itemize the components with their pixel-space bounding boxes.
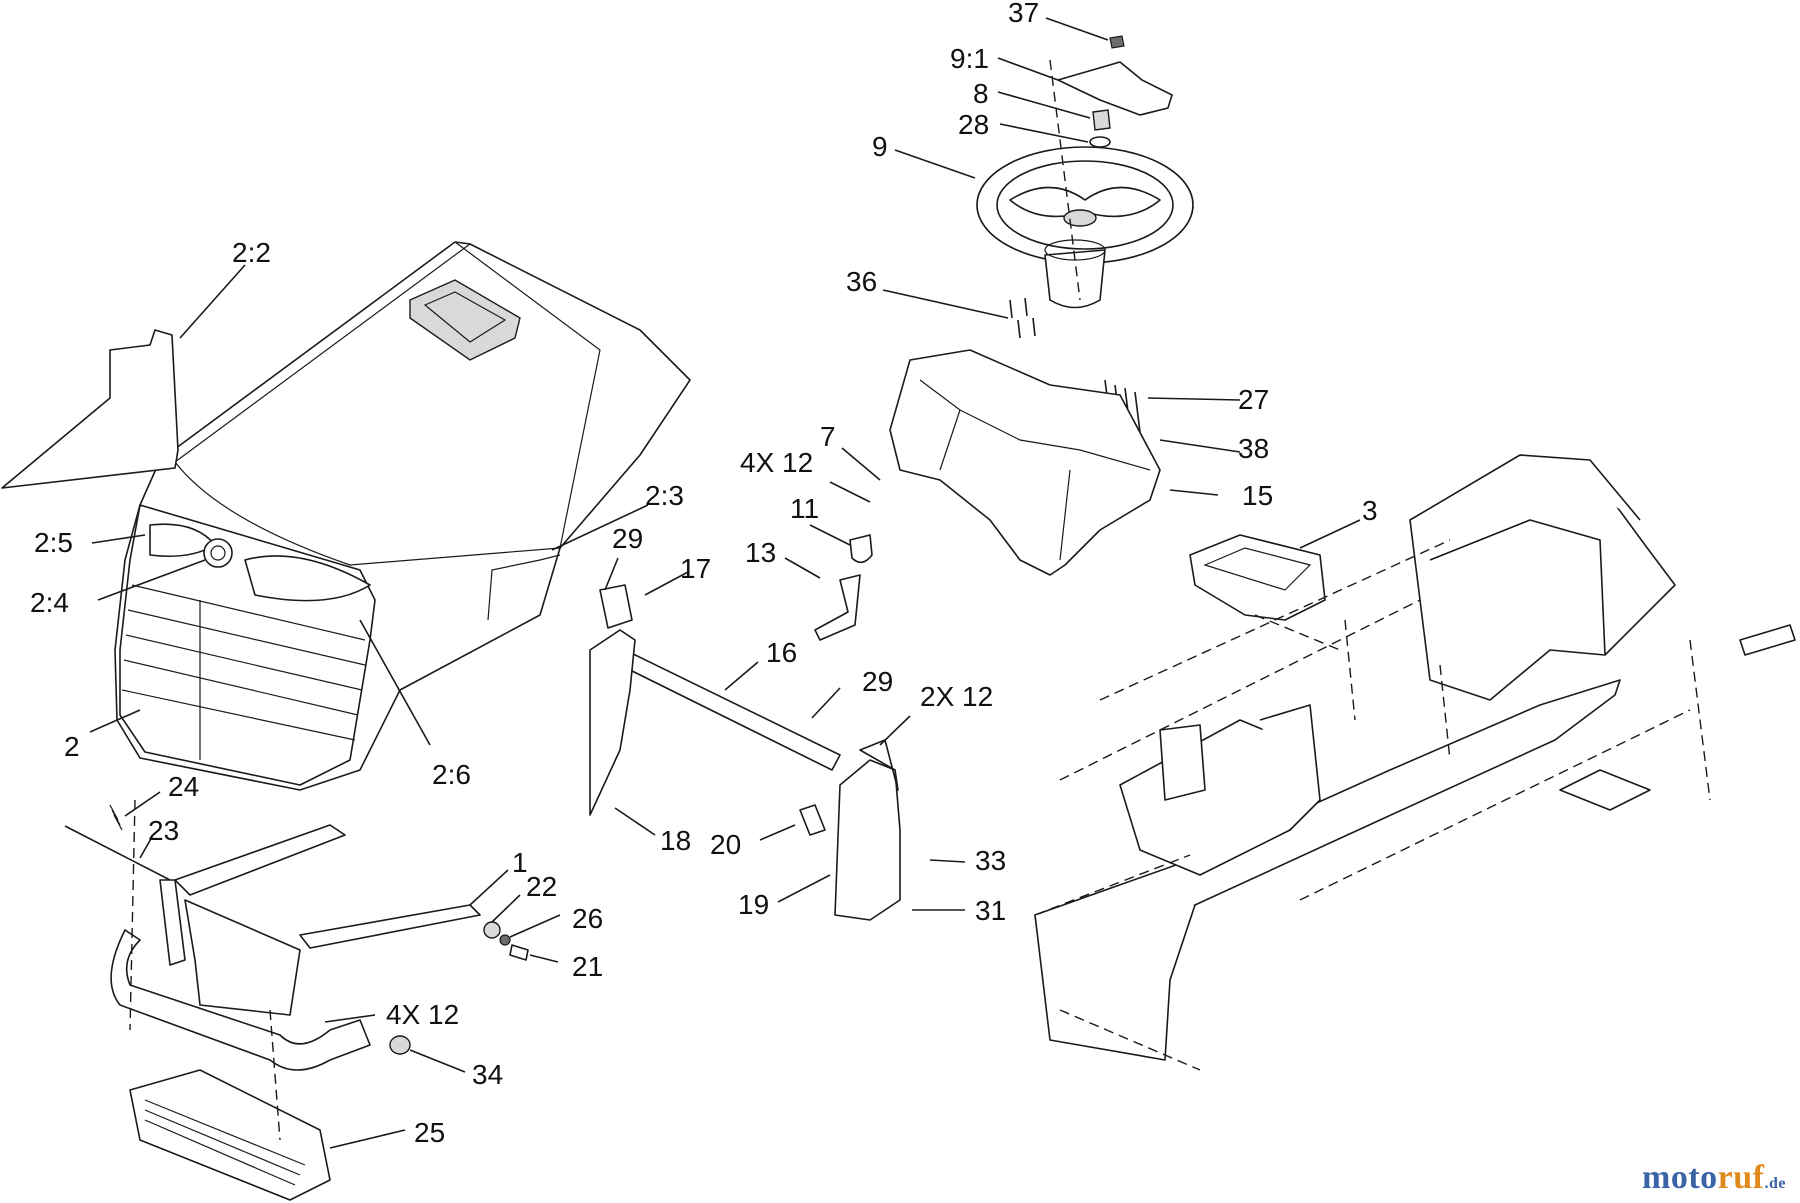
headlight-right	[244, 555, 371, 602]
washer-28	[1089, 136, 1111, 148]
callout-31: 31	[975, 895, 1006, 926]
panel-18	[589, 629, 636, 816]
callout-13: 13	[745, 537, 776, 568]
nut-26	[499, 934, 511, 946]
callout-29-lower: 29	[862, 666, 893, 697]
chassis-frame	[1034, 454, 1796, 1071]
callout-19: 19	[738, 889, 769, 920]
callout-37: 37	[1008, 0, 1039, 28]
bracket-13	[814, 574, 861, 641]
decal-2-3	[487, 554, 561, 621]
cap-34	[389, 1035, 411, 1055]
callout-29-upper: 29	[612, 523, 643, 554]
callout-4x12-lower: 4X 12	[386, 999, 459, 1030]
hood-emblem	[203, 538, 233, 568]
rod-23	[64, 825, 171, 881]
callout-labels: 37 9:1 8 28 9 2:2 36 27 38 7 4X 12 15 2:…	[30, 0, 1378, 1148]
callout-16: 16	[766, 637, 797, 668]
dash-panel	[889, 349, 1161, 576]
pedal-3	[1189, 534, 1326, 621]
decal-2-2	[1, 329, 179, 489]
nut-8	[1092, 109, 1111, 131]
steering-wheel	[976, 146, 1194, 309]
panel-16	[619, 649, 841, 771]
latch-20	[799, 804, 826, 836]
callout-26: 26	[572, 903, 603, 934]
callout-9: 9	[872, 131, 888, 162]
callout-21: 21	[572, 951, 603, 982]
callout-20: 20	[710, 829, 741, 860]
watermark-accent: ruf	[1717, 1159, 1765, 1196]
watermark-tld: .de	[1764, 1175, 1786, 1192]
callout-25: 25	[414, 1117, 445, 1148]
steering-cover	[1057, 61, 1173, 116]
callout-2-6: 2:6	[432, 759, 471, 790]
bolt-21	[509, 944, 529, 961]
callout-11: 11	[790, 493, 819, 524]
callout-34: 34	[472, 1059, 503, 1090]
leader-lines	[89, 17, 1361, 1149]
callout-23: 23	[148, 815, 179, 846]
callout-24: 24	[168, 771, 199, 802]
callout-7: 7	[820, 421, 836, 452]
callout-2-2: 2:2	[232, 237, 271, 268]
panel-19	[834, 759, 901, 921]
callout-9-1: 9:1	[950, 43, 989, 74]
hood-assembly	[114, 241, 691, 791]
callout-2-3: 2:3	[645, 480, 684, 511]
callout-8: 8	[973, 78, 989, 109]
knob-11	[849, 534, 873, 564]
callout-2-5: 2:5	[34, 527, 73, 558]
screws-36	[1009, 297, 1036, 339]
callout-18: 18	[660, 825, 691, 856]
cap-37	[1109, 35, 1125, 49]
callout-36: 36	[846, 266, 877, 297]
callout-2: 2	[64, 731, 80, 762]
washer-22	[483, 921, 501, 939]
callout-27: 27	[1238, 384, 1269, 415]
callout-28: 28	[958, 109, 989, 140]
callout-3: 3	[1362, 495, 1378, 526]
motoruf-watermark: motoruf.de	[1642, 1159, 1786, 1197]
spring-24	[109, 804, 123, 831]
watermark-main: moto	[1642, 1159, 1718, 1196]
callout-22: 22	[526, 871, 557, 902]
callout-2x12: 2X 12	[920, 681, 993, 712]
callout-1: 1	[512, 847, 528, 878]
callout-2-4: 2:4	[30, 587, 69, 618]
callout-4x12-upper: 4X 12	[740, 447, 813, 478]
callout-15: 15	[1242, 480, 1273, 511]
callout-38: 38	[1238, 433, 1269, 464]
assembly-guides	[129, 59, 1356, 1141]
callout-33: 33	[975, 845, 1006, 876]
front-frame	[110, 824, 481, 1201]
bracket-17	[599, 584, 633, 629]
callout-17: 17	[680, 553, 711, 584]
